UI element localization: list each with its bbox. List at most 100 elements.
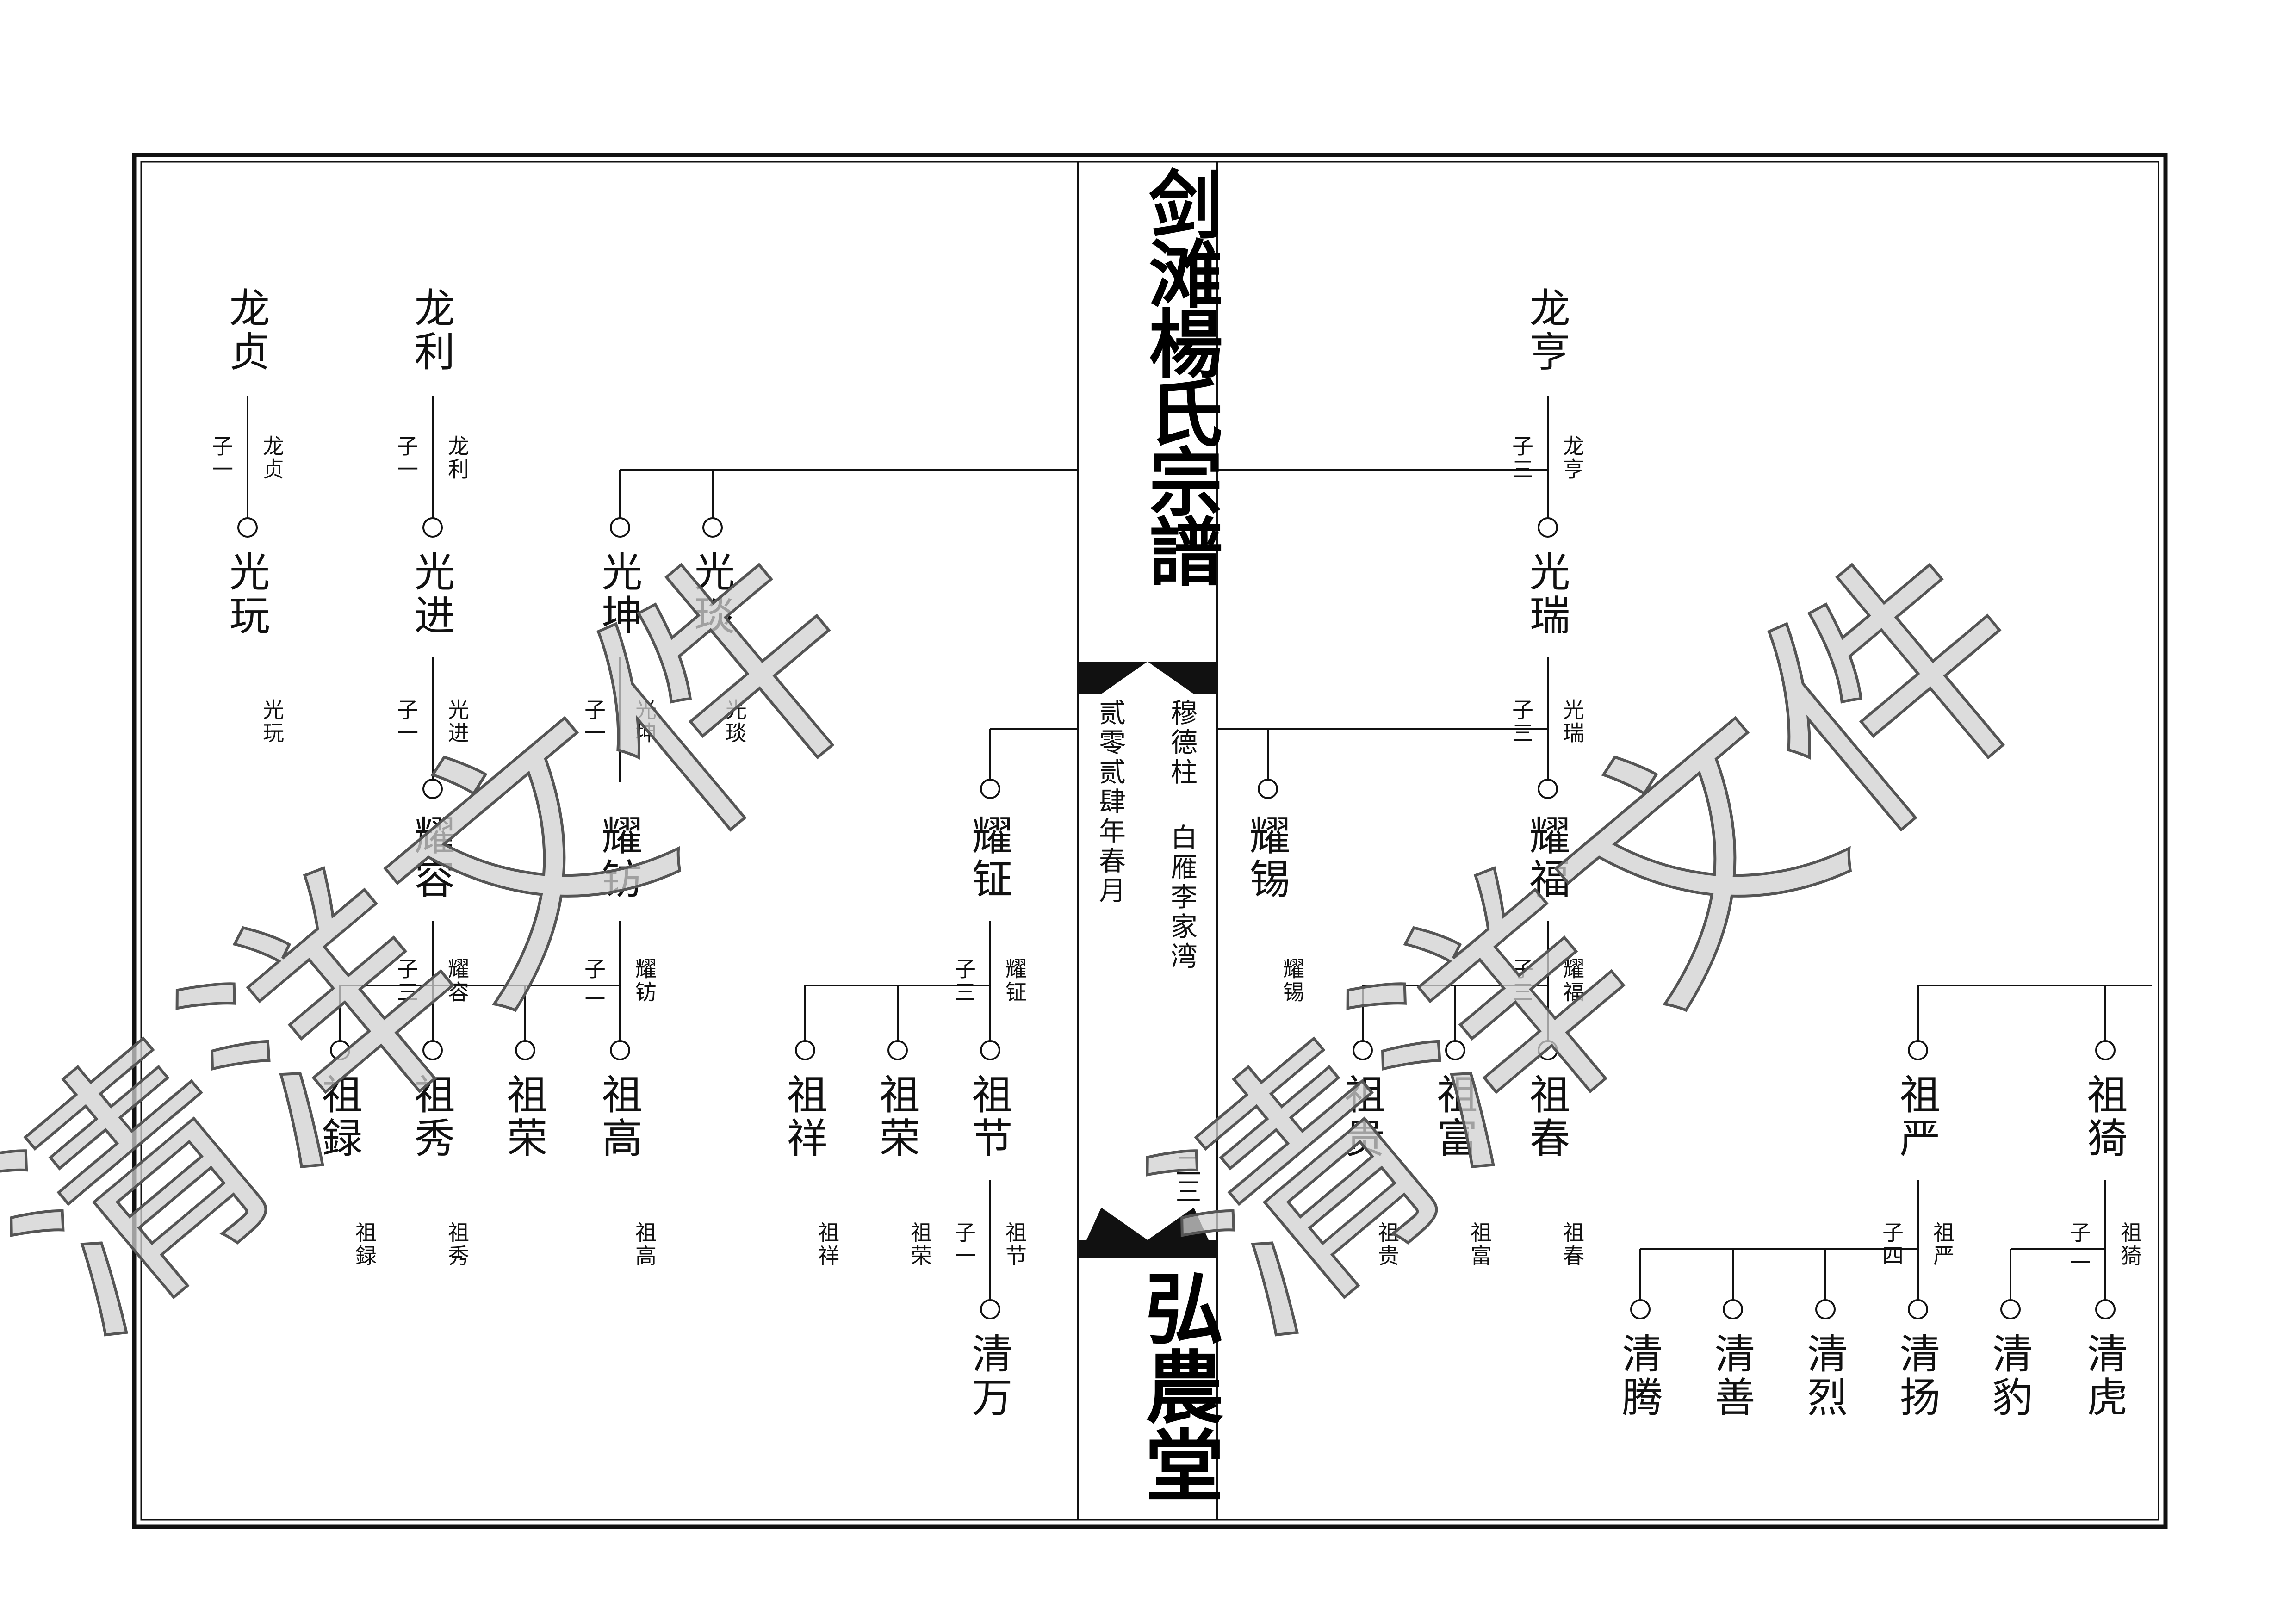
- person-name-guangjin: 光进: [408, 551, 455, 638]
- person-name-zugui: 祖贵: [1338, 1073, 1385, 1160]
- spine-fishtail-top: [1078, 662, 1217, 694]
- lineage-note: 光琰: [722, 699, 747, 745]
- node-circle: [980, 1040, 1000, 1060]
- outer-border: [132, 153, 2168, 1529]
- node-circle: [1538, 517, 1558, 538]
- person-name-longzhen: 龙贞: [223, 287, 270, 374]
- person-name-zufu: 祖富: [1430, 1073, 1478, 1160]
- person-name-guangwan: 光玩: [223, 551, 270, 638]
- node-circle: [1908, 1040, 1928, 1060]
- person-name-qinglie: 清烈: [1800, 1332, 1848, 1419]
- lineage-note: 子二: [581, 958, 606, 1004]
- person-name-longli: 龙利: [408, 287, 455, 374]
- person-name-qingbao: 清豹: [1986, 1332, 2033, 1419]
- node-circle: [887, 1040, 908, 1060]
- node-circle: [1258, 779, 1278, 799]
- node-circle: [2095, 1040, 2116, 1060]
- person-name-yaozheng: 耀钲: [965, 814, 1013, 901]
- node-circle: [980, 1299, 1000, 1319]
- node-circle: [1538, 779, 1558, 799]
- node-circle: [422, 1040, 443, 1060]
- node-circle: [610, 517, 630, 538]
- lineage-note: 祖节: [1002, 1221, 1027, 1268]
- node-circle: [1353, 1040, 1373, 1060]
- lineage-note: 祖严: [1930, 1221, 1955, 1268]
- person-name-qingyang: 清扬: [1893, 1332, 1941, 1419]
- lineage-note: 耀容: [445, 958, 470, 1004]
- node-circle: [422, 517, 443, 538]
- person-name-yaofang: 耀钫: [595, 814, 643, 901]
- node-circle: [795, 1040, 815, 1060]
- node-circle: [1723, 1299, 1743, 1319]
- lineage-note: 祖祥: [815, 1221, 840, 1268]
- lineage-note: 子一: [581, 699, 606, 745]
- person-name-zuxiang: 祖祥: [780, 1073, 828, 1160]
- lineage-note: 祖猗: [2117, 1221, 2142, 1268]
- book-title: 剑滩楊氏宗譜: [1136, 167, 1223, 583]
- lineage-note: 子一: [951, 1221, 976, 1268]
- person-name-qingwan: 清万: [965, 1332, 1013, 1419]
- lineage-note: 祖録: [352, 1221, 377, 1268]
- node-circle: [1445, 1040, 1465, 1060]
- node-circle: [515, 1040, 535, 1060]
- lineage-note: 子三: [1509, 699, 1534, 745]
- person-name-zuxiu: 祖秀: [408, 1073, 455, 1160]
- lineage-note: 耀锡: [1280, 958, 1305, 1004]
- node-circle: [2095, 1299, 2116, 1319]
- lineage-note: 子三: [394, 958, 419, 1004]
- lineage-note: 子三: [1509, 435, 1534, 481]
- lineage-note: 祖秀: [445, 1221, 470, 1268]
- lineage-note: 耀钲: [1002, 958, 1027, 1004]
- person-name-guangrui: 光瑞: [1523, 551, 1570, 638]
- lineage-note: 子一: [394, 435, 419, 481]
- lineage-note: 耀福: [1560, 958, 1585, 1004]
- lineage-note: 祖富: [1467, 1221, 1492, 1268]
- person-name-guangkun: 光坤: [595, 551, 643, 638]
- node-circle: [1630, 1299, 1651, 1319]
- lineage-note: 祖春: [1560, 1221, 1585, 1268]
- place: 白雁李家湾: [1166, 824, 1198, 972]
- lineage-note: 光瑞: [1560, 699, 1585, 745]
- node-circle: [422, 779, 443, 799]
- node-circle: [237, 517, 258, 538]
- lineage-note: 子三: [1509, 958, 1534, 1004]
- lineage-note: 龙贞: [260, 435, 285, 481]
- node-circle: [1815, 1299, 1836, 1319]
- node-circle: [330, 1040, 350, 1060]
- person-name-zurong2: 祖荣: [873, 1073, 920, 1160]
- person-name-zugao: 祖高: [595, 1073, 643, 1160]
- lineage-note: 光玩: [260, 699, 285, 745]
- node-circle: [2000, 1299, 2021, 1319]
- person-name-yaofu: 耀福: [1523, 814, 1570, 901]
- person-name-zuchun: 祖春: [1523, 1073, 1570, 1160]
- person-name-qinghu: 清虎: [2080, 1332, 2128, 1419]
- node-circle: [610, 1040, 630, 1060]
- date: 贰零贰肆年春月: [1094, 699, 1126, 906]
- tree-nodes: [237, 517, 2116, 1319]
- person-name-zuyi: 祖猗: [2080, 1073, 2128, 1160]
- person-name-zulu: 祖録: [315, 1073, 363, 1160]
- page-number: 二三: [1171, 1152, 1201, 1204]
- person-name-zurong1: 祖荣: [500, 1073, 548, 1160]
- lineage-note: 子二: [2066, 1221, 2091, 1268]
- lineage-note: 子三: [951, 958, 976, 1004]
- lineage-note: 龙利: [445, 435, 470, 481]
- lineage-note: 耀钫: [632, 958, 657, 1004]
- lineage-note: 龙亨: [1560, 435, 1585, 481]
- person-name-zujie: 祖节: [965, 1073, 1013, 1160]
- lineage-note: 子一: [209, 435, 234, 481]
- lineage-note: 子一: [394, 699, 419, 745]
- person-name-qingteng: 清腾: [1615, 1332, 1663, 1419]
- lineage-note: 光坤: [632, 699, 657, 745]
- node-circle: [980, 779, 1000, 799]
- lineage-note: 光进: [445, 699, 470, 745]
- hall-name: 弘農堂: [1131, 1268, 1224, 1504]
- lineage-note: 祖荣: [907, 1221, 932, 1268]
- inner-border: [140, 161, 2159, 1521]
- lineage-note: 祖贵: [1375, 1221, 1400, 1268]
- person-name-yaoxi: 耀锡: [1243, 814, 1291, 901]
- node-circle: [1538, 1040, 1558, 1060]
- person-name-zuyan: 祖严: [1893, 1073, 1941, 1160]
